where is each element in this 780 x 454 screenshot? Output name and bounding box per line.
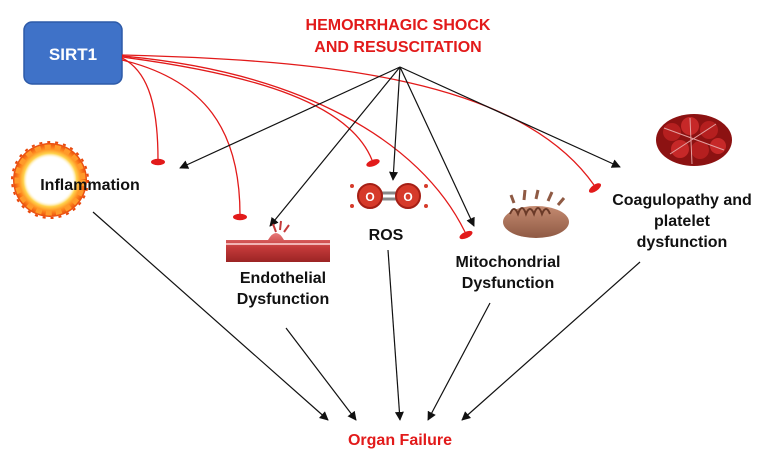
sirt1-to-endothelial-edge (121, 59, 241, 216)
shock-title-line2: AND RESUSCITATION (314, 39, 481, 56)
mitochondrion-icon (503, 189, 569, 238)
blood-vessel-icon (226, 220, 330, 262)
coagulopathy-label-line3: dysfunction (637, 234, 728, 251)
fire-ring-icon (11, 141, 89, 219)
mitochondrial-to-organ-failure-edge (427, 302, 491, 421)
sirt1-to-coagulopathy-edge (121, 54, 595, 186)
shock-arrow-edges (179, 66, 621, 227)
mitochondrial-label-line2: Dysfunction (462, 275, 554, 292)
organ-failure-edges (92, 211, 641, 421)
blood-clot-icon (656, 114, 732, 166)
inhibit-bar-mitochondrial (459, 230, 473, 240)
endothelial-label-line2: Dysfunction (237, 291, 329, 308)
svg-text:O: O (365, 190, 374, 204)
ros-to-organ-failure-edge (387, 249, 404, 421)
svg-text:O: O (403, 190, 412, 204)
sirt1-to-inflammation-edge (121, 57, 159, 161)
inhibit-bar-coagulopathy (588, 183, 602, 193)
inhibit-bar-ros (366, 159, 380, 167)
shock-title-line1: HEMORRHAGIC SHOCK (306, 17, 491, 34)
inflammation-label: Inflammation (40, 177, 140, 194)
coagulopathy-label-line2: platelet (654, 213, 711, 230)
endothelial-label-line1: Endothelial (240, 270, 326, 287)
mitochondrial-label-line1: Mitochondrial (456, 254, 561, 271)
inhibit-bar-inflammation (151, 158, 165, 166)
oxygen-molecule-icon: O O (350, 183, 428, 209)
coagulopathy-to-organ-failure-edge (461, 261, 641, 421)
shock-to-endothelial-edge (269, 66, 401, 227)
sirt1-inhibit-edges (121, 54, 595, 233)
inhibit-bars (151, 158, 602, 240)
shock-to-ros-edge (389, 66, 401, 181)
ros-label: ROS (369, 227, 404, 244)
sirt1-box: SIRT1 (23, 21, 123, 85)
shock-to-mitochondrial-edge (399, 66, 475, 227)
shock-to-coagulopathy-edge (399, 66, 621, 168)
endothelial-to-organ-failure-edge (285, 327, 357, 421)
organ-failure-label: Organ Failure (348, 432, 452, 449)
shock-to-inflammation-edge (179, 66, 401, 169)
sirt1-label: SIRT1 (49, 45, 97, 64)
coagulopathy-label-line1: Coagulopathy and (612, 192, 752, 209)
inflammation-to-organ-failure-edge (92, 211, 329, 421)
inhibit-bar-endothelial (233, 213, 247, 221)
sirt1-to-ros-edge (121, 56, 373, 161)
sirt1-to-mitochondrial-edge (121, 55, 466, 233)
